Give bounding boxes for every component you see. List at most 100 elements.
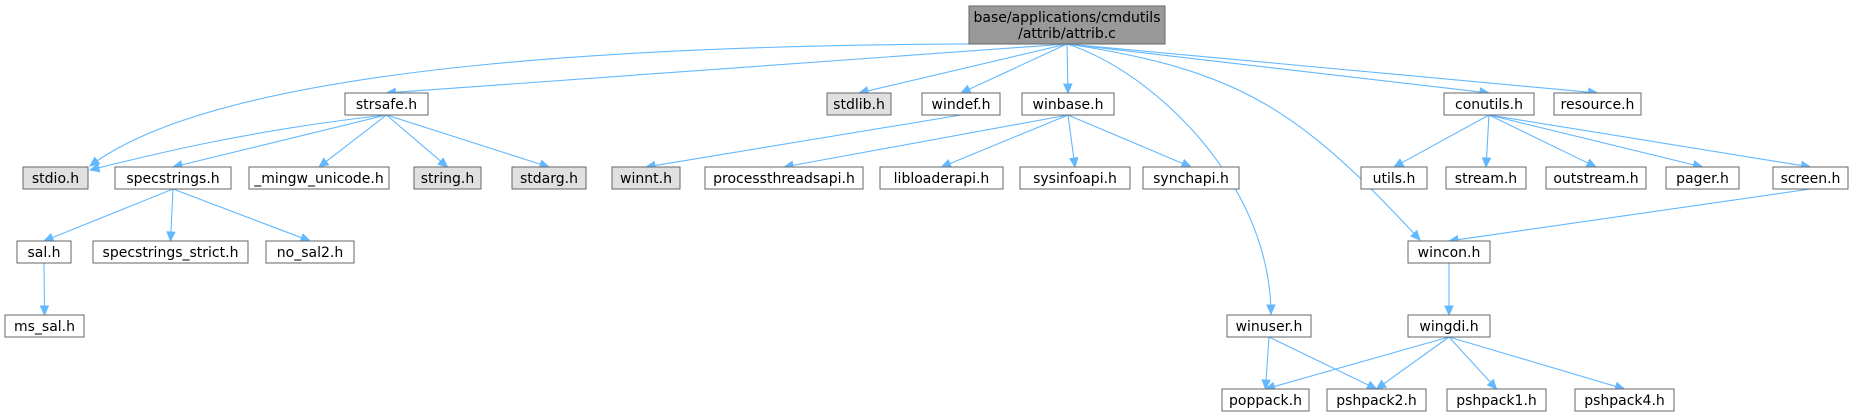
node-wingdi-h[interactable]: wingdi.h: [1407, 314, 1491, 338]
node-stdarg-h[interactable]: stdarg.h: [511, 166, 587, 190]
node-box[interactable]: [4, 314, 85, 338]
edge-conutils_h-to-outstream_h: [1488, 114, 1598, 168]
edge-line: [1488, 114, 1589, 164]
node-pshpack1-h[interactable]: pshpack1.h: [1446, 388, 1547, 412]
node-windef-h[interactable]: windef.h: [921, 92, 1001, 116]
node-label: stdio.h: [32, 171, 79, 187]
node-box[interactable]: [1407, 314, 1491, 338]
edge-winbase_h-to-synchapi_h: [1067, 114, 1193, 168]
node-box[interactable]: [1326, 388, 1427, 412]
node-box[interactable]: [1142, 166, 1240, 190]
node-box[interactable]: [248, 166, 390, 190]
node-box[interactable]: [92, 240, 249, 264]
edge-wingdi_h-to-pshpack4_h: [1448, 336, 1626, 391]
node-label: stdlib.h: [833, 97, 885, 113]
node-box[interactable]: [1445, 166, 1527, 190]
node-box[interactable]: [1574, 388, 1675, 412]
node-label: base/applications/cmdutils: [974, 10, 1161, 26]
node-box[interactable]: [1021, 92, 1115, 116]
node-box[interactable]: [1221, 388, 1310, 412]
node-string-h[interactable]: string.h: [413, 166, 482, 190]
edge-line: [1488, 114, 1694, 166]
node-box[interactable]: [511, 166, 587, 190]
node-outstream-h[interactable]: outstream.h: [1545, 166, 1647, 190]
node-label: sysinfoapi.h: [1033, 171, 1117, 187]
node-mingw-unicode-h[interactable]: _mingw_unicode.h: [248, 166, 390, 190]
node-box[interactable]: [1226, 314, 1312, 338]
node-box[interactable]: [826, 92, 892, 116]
node-pshpack4-h[interactable]: pshpack4.h: [1574, 388, 1675, 412]
node-box[interactable]: [968, 5, 1166, 45]
node-label: pshpack1.h: [1456, 393, 1537, 409]
node-box[interactable]: [1019, 166, 1131, 190]
node-label: pager.h: [1676, 171, 1729, 187]
node-label: pshpack2.h: [1336, 393, 1417, 409]
edge-arrowhead: [1486, 378, 1498, 390]
edge-arrowhead: [1261, 379, 1271, 391]
node-specstrings-h[interactable]: specstrings.h: [114, 166, 232, 190]
node-winbase-h[interactable]: winbase.h: [1021, 92, 1115, 116]
node-box[interactable]: [1443, 92, 1535, 116]
node-box[interactable]: [1772, 166, 1849, 190]
node-box[interactable]: [344, 92, 429, 116]
node-box[interactable]: [611, 166, 681, 190]
node-screen-h[interactable]: screen.h: [1772, 166, 1849, 190]
edge-arrowhead: [1266, 304, 1276, 316]
node-pshpack2-h[interactable]: pshpack2.h: [1326, 388, 1427, 412]
node-synchapi-h[interactable]: synchapi.h: [1142, 166, 1240, 190]
node-box[interactable]: [1553, 92, 1642, 116]
node-box[interactable]: [704, 166, 864, 190]
node-wincon-h[interactable]: wincon.h: [1407, 240, 1491, 264]
node-utils-h[interactable]: utils.h: [1360, 166, 1428, 190]
edge-wingdi_h-to-pshpack2_h: [1375, 336, 1450, 390]
node-box[interactable]: [413, 166, 482, 190]
node-stream-h[interactable]: stream.h: [1445, 166, 1527, 190]
node-no-sal2-h[interactable]: no_sal2.h: [265, 240, 355, 264]
node-conutils-h[interactable]: conutils.h: [1443, 92, 1535, 116]
node-box[interactable]: [265, 240, 355, 264]
node-stdlib-h[interactable]: stdlib.h: [826, 92, 892, 116]
node-box[interactable]: [16, 240, 72, 264]
edge-line: [949, 114, 1069, 165]
node-label: _mingw_unicode.h: [253, 171, 383, 187]
edge-wingdi_h-to-poppack_h: [1264, 336, 1450, 391]
node-box[interactable]: [1360, 166, 1428, 190]
node-libloaderapi-h[interactable]: libloaderapi.h: [879, 166, 1004, 190]
node-ms-sal-h[interactable]: ms_sal.h: [4, 314, 85, 338]
node-resource-h[interactable]: resource.h: [1553, 92, 1642, 116]
node-box[interactable]: [1545, 166, 1647, 190]
node-pager-h[interactable]: pager.h: [1665, 166, 1740, 190]
node-box[interactable]: [921, 92, 1001, 116]
node-box[interactable]: [114, 166, 232, 190]
node-box[interactable]: [879, 166, 1004, 190]
node-winnt-h[interactable]: winnt.h: [611, 166, 681, 190]
node-sal-h[interactable]: sal.h: [16, 240, 72, 264]
node-sysinfoapi-h[interactable]: sysinfoapi.h: [1019, 166, 1131, 190]
node-box[interactable]: [1446, 388, 1547, 412]
node-processthreadsapi-h[interactable]: processthreadsapi.h: [704, 166, 864, 190]
node-specstrings-strict-h[interactable]: specstrings_strict.h: [92, 240, 249, 264]
node-label: specstrings.h: [126, 171, 219, 187]
edge-windef_h-to-winnt_h: [644, 114, 962, 171]
edge-line: [1401, 114, 1490, 164]
node-strsafe-h[interactable]: strsafe.h: [344, 92, 429, 116]
edge-attrib_c-to-winbase_h: [1063, 43, 1073, 95]
node-label: stream.h: [1455, 171, 1517, 187]
edge-line: [792, 114, 1069, 166]
edge-strsafe_h-to-specstrings_h: [171, 114, 387, 170]
edge-wincon_h-to-wingdi_h: [1444, 263, 1454, 317]
node-attrib-c[interactable]: base/applications/cmdutils/attrib/attrib…: [968, 5, 1166, 45]
edge-line: [386, 114, 541, 165]
node-winuser-h[interactable]: winuser.h: [1226, 314, 1312, 338]
node-box[interactable]: [1665, 166, 1740, 190]
edge-arrowhead: [1481, 157, 1492, 169]
node-stdio-h[interactable]: stdio.h: [22, 166, 89, 190]
edge-line: [1383, 336, 1450, 385]
node-box[interactable]: [1407, 240, 1491, 264]
edge-line: [1066, 43, 1589, 93]
node-box[interactable]: [22, 166, 89, 190]
edge-line: [867, 43, 1068, 92]
edge-winbase_h-to-sysinfoapi_h: [1067, 114, 1079, 169]
edge-conutils_h-to-stream_h: [1481, 114, 1492, 169]
node-poppack-h[interactable]: poppack.h: [1221, 388, 1310, 412]
